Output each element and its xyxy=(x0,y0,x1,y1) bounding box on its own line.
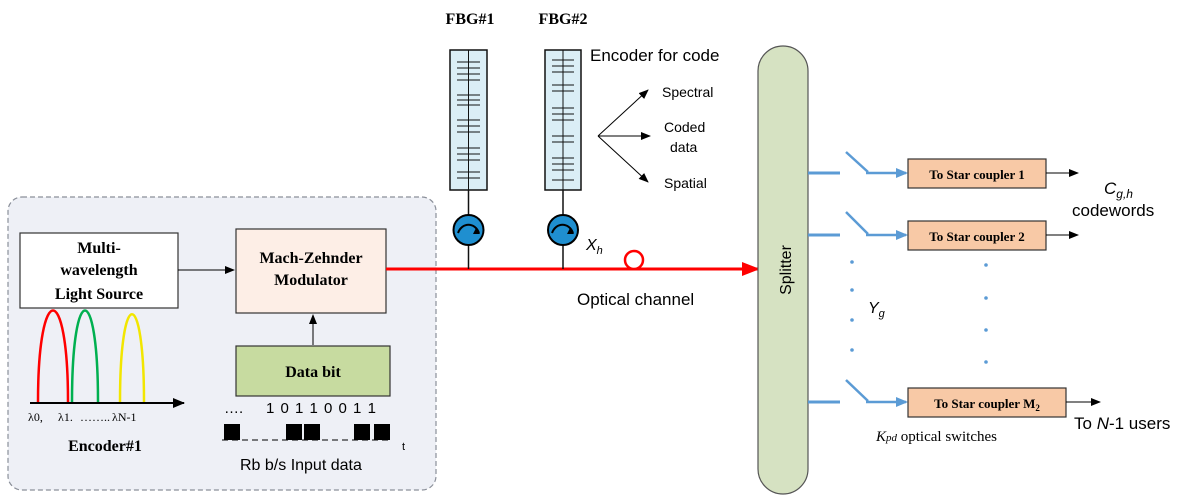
fiber-loop xyxy=(623,249,645,271)
spectrum-peak-green xyxy=(70,309,100,403)
output-switch-m xyxy=(808,379,908,407)
lambdaN-label: λN-1 xyxy=(112,410,136,424)
bit-dots: …. xyxy=(224,400,243,417)
yg-label: Yg xyxy=(868,300,886,320)
bit-sequence: 1 0 1 1 0 0 1 1 xyxy=(266,400,377,417)
pulse-bit-8 xyxy=(374,424,390,440)
xh-label: Xh xyxy=(585,237,603,257)
users-label: To N-1 users xyxy=(1074,414,1170,433)
encoder1-label: Encoder#1 xyxy=(68,438,142,455)
yg-sub: g xyxy=(879,308,886,320)
splitter-label: Splitter xyxy=(778,244,795,294)
optical-channel-label: Optical channel xyxy=(577,290,694,309)
modulator-box xyxy=(235,228,387,314)
cgh-label: Cg,h xyxy=(1104,179,1133,201)
kpd-sub: pd xyxy=(885,432,898,444)
lambda0-label: λ0, xyxy=(28,410,43,424)
output-switch-2 xyxy=(808,211,908,240)
pulse-bit-3 xyxy=(286,424,302,440)
branch-coded-label-2: data xyxy=(670,139,697,155)
star-coupler-2-label: To Star coupler 2 xyxy=(929,229,1024,244)
users-post: -1 users xyxy=(1109,414,1170,433)
kpd-rest: optical switches xyxy=(897,429,997,445)
ellipsis-dots-left xyxy=(850,260,854,352)
kpd-main: K xyxy=(875,429,887,445)
pulse-bit-7 xyxy=(354,424,370,440)
fbg2-grating-lines xyxy=(552,59,574,181)
light-source-line1: Multi- xyxy=(77,240,121,257)
time-label: t xyxy=(402,441,405,453)
light-source-line3: Light Source xyxy=(55,286,143,303)
data-bit-box xyxy=(235,345,391,397)
star-coupler-m-sub: 2 xyxy=(1035,403,1040,413)
input-data-label: Rb b/s Input data xyxy=(240,457,362,474)
light-source-box xyxy=(19,232,179,309)
yg-main: Y xyxy=(868,300,880,317)
codewords-label: codewords xyxy=(1072,201,1154,220)
lambda1-label: λ1. xyxy=(58,410,73,424)
xh-sub: h xyxy=(597,245,603,257)
splitter-bar xyxy=(757,45,809,495)
spectrum-peak-yellow xyxy=(118,313,146,403)
star-coupler-m-label: To Star coupler M2 xyxy=(934,396,1040,413)
light-source-line2: wavelength xyxy=(60,262,137,279)
branch-arrow-spectral xyxy=(597,89,649,137)
star-coupler-m-main: To Star coupler M xyxy=(934,396,1035,411)
kpd-label: Kpd optical switches xyxy=(875,429,997,445)
circulator-2-icon xyxy=(547,214,579,246)
spectrum-plot: λ0, λ1. …….. λN-1 xyxy=(28,309,185,424)
spectrum-peak-red xyxy=(36,309,70,403)
circulator-1-icon xyxy=(452,214,485,246)
ellipsis-dots-right xyxy=(984,263,988,364)
cgh-sub: g,h xyxy=(1116,187,1133,201)
pulse-bit-4 xyxy=(304,424,320,440)
modulator-line2: Modulator xyxy=(274,272,348,289)
data-bit-label: Data bit xyxy=(285,364,341,381)
fbg1-label: FBG#1 xyxy=(446,11,495,28)
modulator-line1: Mach-Zehnder xyxy=(259,250,362,267)
xh-main: X xyxy=(585,237,598,254)
fbg1-grating-lines xyxy=(457,61,480,179)
star-coupler-m-box xyxy=(907,387,1067,418)
cgh-main: C xyxy=(1104,179,1117,198)
branch-spectral-label: Spectral xyxy=(662,84,713,100)
users-n: N xyxy=(1097,414,1110,433)
star-coupler-2-box xyxy=(907,220,1047,251)
pulse-train xyxy=(222,424,392,441)
lambda-dots: …….. xyxy=(80,410,110,424)
star-coupler-1-label: To Star coupler 1 xyxy=(929,167,1024,182)
branch-coded-label-1: Coded xyxy=(664,119,705,135)
output-switch-1 xyxy=(808,151,908,178)
fbg2-grating xyxy=(544,49,582,191)
branch-spatial-label: Spatial xyxy=(664,175,707,191)
fbg1-grating xyxy=(449,49,488,191)
pulse-bit-1 xyxy=(224,424,240,440)
users-pre: To xyxy=(1074,414,1097,433)
fbg2-label: FBG#2 xyxy=(539,11,588,28)
branch-arrow-spatial xyxy=(597,135,649,183)
encoder-code-title: Encoder for code xyxy=(590,46,719,65)
